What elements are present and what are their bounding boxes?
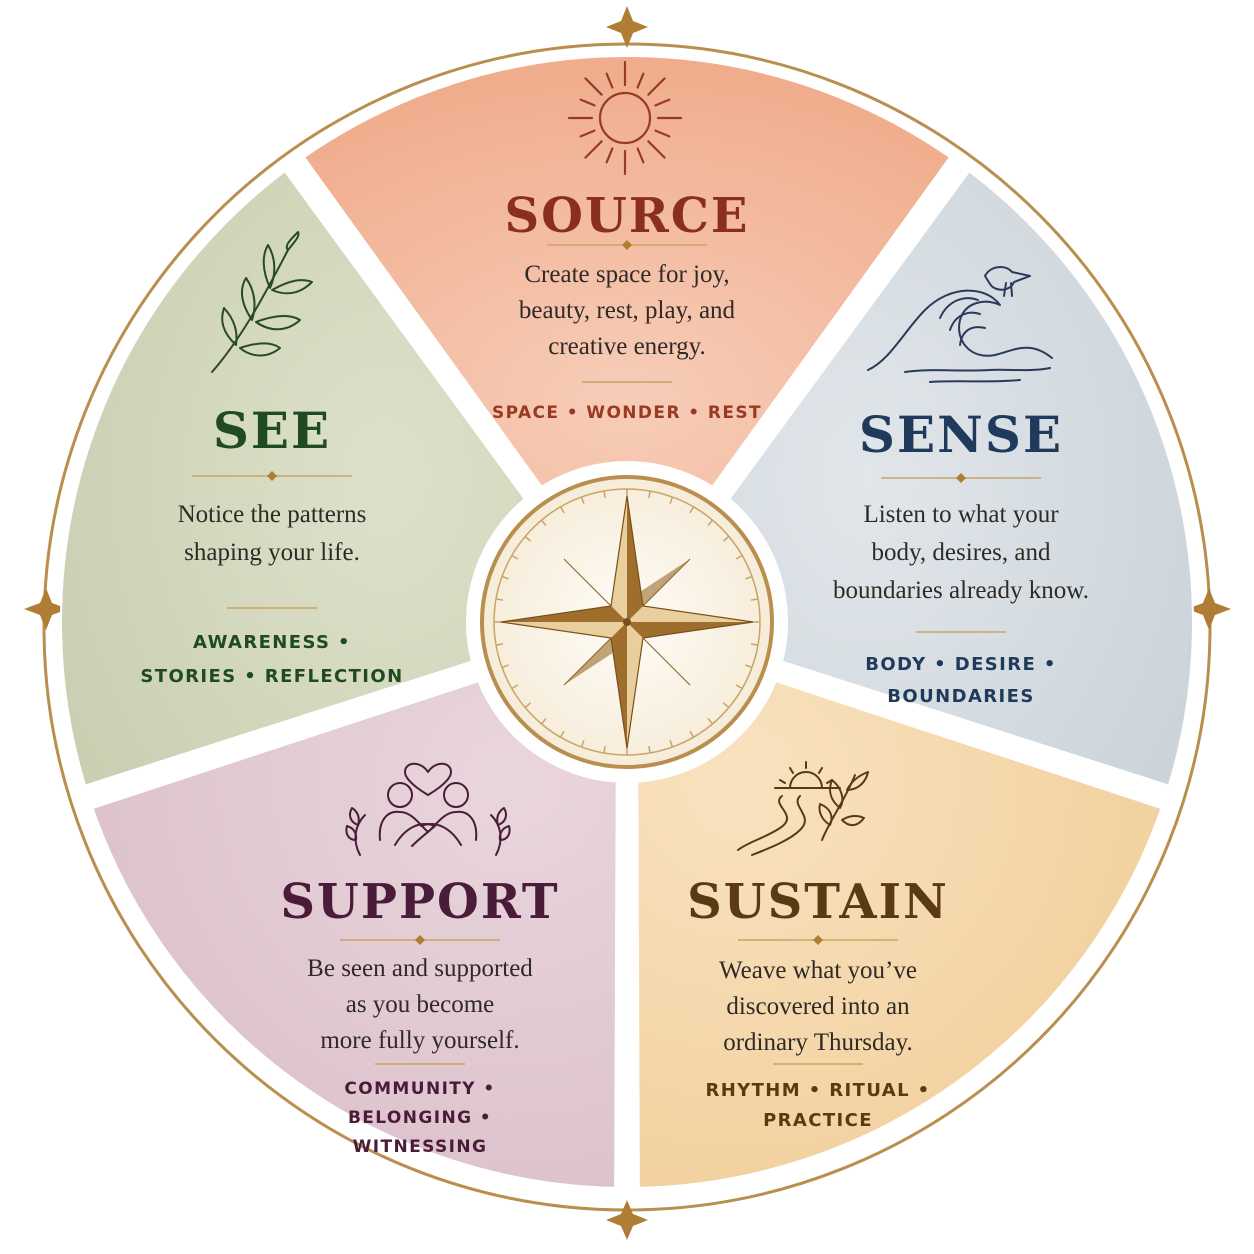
compass-tick (689, 730, 695, 738)
compass-tick (648, 490, 651, 499)
divider-diamond (956, 473, 966, 483)
compass-tick (511, 554, 519, 560)
compass-tick (750, 643, 759, 646)
sun-ray (636, 147, 645, 164)
segment-sustain-tags: RHYTHM • RITUAL • (705, 1080, 930, 1101)
segment-source (302, 55, 952, 489)
compass-tick (735, 554, 743, 560)
segment-support-description: Be seen and supported (307, 955, 533, 982)
ring-ornament-top (606, 6, 648, 48)
divider-diamond (415, 935, 425, 945)
segment-sustain-labels: SUSTAIN Weave what you’ve discovered into … (687, 874, 949, 1131)
compass-tick (603, 490, 606, 499)
segment-source-labels: SOURCE Create space for joy, beauty, rest,… (492, 188, 762, 423)
sun-ray (579, 98, 596, 107)
segment-support-description: more fully yourself. (320, 1027, 519, 1054)
sun-ray (647, 140, 666, 159)
ring-ornament-right (1187, 588, 1231, 630)
sun-ray (605, 72, 614, 89)
segment-support-tags: BELONGING • (348, 1108, 492, 1128)
compass-tick (723, 702, 730, 709)
segment-support (91, 679, 618, 1189)
segment-sense-tags: BODY • DESIRE • (865, 654, 1057, 675)
segment-support-tags: COMMUNITY • (344, 1079, 495, 1099)
compass-tick (669, 496, 674, 504)
segment-source-title: SOURCE (504, 188, 749, 244)
segment-see (60, 169, 527, 787)
sun-ray (584, 140, 603, 159)
embrace-heart-icon (345, 762, 511, 856)
compass-tick (501, 575, 509, 580)
compass-tick (750, 598, 759, 601)
compass-tick (501, 664, 509, 669)
segment-sustain-title: SUSTAIN (687, 874, 949, 930)
segment-source-tags: SPACE • WONDER • REST (492, 403, 762, 423)
segment-sense-tags: BOUNDARIES (887, 686, 1034, 707)
compass-tick (559, 730, 565, 738)
sun-ray (654, 129, 671, 138)
segment-source-description: Create space for joy, (524, 261, 729, 288)
wave-bird-icon (867, 266, 1053, 383)
segment-see-tags: STORIES • REFLECTION (140, 666, 403, 687)
sun-ray (654, 98, 671, 107)
segment-see-description: Notice the patterns (178, 501, 367, 528)
divider-diamond (622, 240, 632, 250)
compass-tick (603, 745, 606, 754)
segment-sense-description: body, desires, and (872, 539, 1051, 566)
compass-tick (495, 643, 504, 646)
compass-tick (707, 718, 714, 725)
segment-support-title: SUPPORT (280, 874, 559, 930)
segment-sustain (636, 679, 1163, 1189)
sun-ray (647, 77, 666, 96)
compass-tick (559, 506, 565, 514)
compass-tick (540, 519, 547, 526)
segment-see-labels: SEE Notice the patterns shaping your life.… (140, 401, 403, 687)
compass-tick (707, 519, 714, 526)
segment-support-description: as you become (346, 991, 495, 1018)
divider-diamond (813, 935, 823, 945)
sun-ray (579, 129, 596, 138)
segment-support-labels: SUPPORT Be seen and supported as you becom… (280, 874, 559, 1157)
leaf-branch-icon (211, 231, 313, 373)
sun-ray (584, 77, 603, 96)
segment-sense-description: Listen to what your (863, 501, 1059, 528)
segment-see-description: shaping your life. (184, 539, 360, 566)
segment-sustain-description: Weave what you’ve (719, 957, 917, 984)
segment-sense-description: boundaries already know. (833, 577, 1089, 604)
path-sunrise-icon (737, 761, 869, 856)
compass-tick (648, 745, 651, 754)
compass-tick (524, 535, 531, 542)
sun-icon (567, 60, 683, 176)
compass-tick (511, 684, 519, 690)
segment-sustain-description: discovered into an (726, 993, 910, 1020)
sun-ray (636, 72, 645, 89)
compass-tick (580, 740, 585, 748)
ring-ornament-left (24, 588, 68, 630)
compass-tick (669, 740, 674, 748)
compass-tick (735, 684, 743, 690)
segment-sustain-description: ordinary Thursday. (723, 1029, 913, 1056)
segment-source-description: beauty, rest, play, and (519, 297, 736, 324)
compass-tick (745, 664, 753, 669)
sun-ray (605, 147, 614, 164)
compass-tick (495, 598, 504, 601)
center-compass (475, 470, 779, 774)
compass-tick (723, 535, 730, 542)
segment-support-tags: WITNESSING (353, 1137, 488, 1157)
compass-tick (745, 575, 753, 580)
divider-diamond (267, 471, 277, 481)
compass-tick (540, 718, 547, 725)
compass-tick (524, 702, 531, 709)
segment-see-tags: AWARENESS • (193, 632, 351, 653)
compass-rose-icon (500, 495, 754, 749)
segment-source-description: creative energy. (548, 333, 706, 360)
segment-see-title: SEE (213, 401, 331, 460)
compass-tick (689, 506, 695, 514)
segment-sense-title: SENSE (859, 405, 1063, 464)
segment-sustain-tags: PRACTICE (763, 1110, 873, 1131)
compass-tick (580, 496, 585, 504)
segment-sense-labels: SENSE Listen to what your body, desires, a… (833, 405, 1089, 707)
ring-ornament-bottom (606, 1200, 648, 1240)
